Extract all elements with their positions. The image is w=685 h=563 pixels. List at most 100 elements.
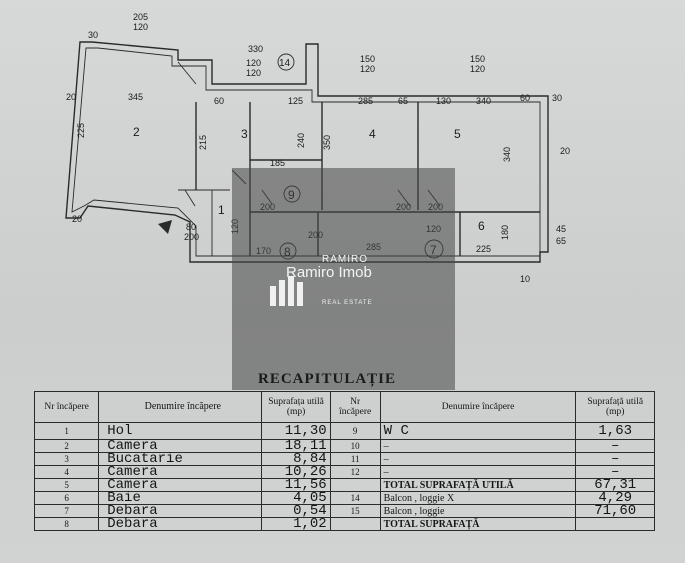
room-circle	[277, 53, 295, 71]
recap-title: RECAPITULAȚIE	[258, 371, 397, 387]
building-logo-icon	[270, 276, 303, 306]
cell-name: Debara	[98, 517, 263, 531]
cell-nr2	[329, 517, 381, 531]
table-row: 2 Camera 18,11 10 – –	[33, 439, 655, 453]
dimension-label: 345	[128, 92, 143, 102]
dimension-label: 205	[133, 12, 148, 22]
cell-area: 1,02	[261, 517, 331, 531]
watermark-brand: Ramiro Imob	[286, 264, 372, 281]
dimension-label: 180	[500, 225, 510, 240]
dimension-label: 340	[476, 96, 491, 106]
dimension-label: 225	[76, 123, 86, 138]
cell-nr: 8	[33, 517, 100, 531]
dimension-label: 20	[560, 146, 570, 156]
table-row: 8 Debara 1,02 TOTAL SUPRAFAȚĂ	[33, 517, 655, 531]
dimension-label: 200	[184, 232, 199, 242]
dimension-label: 120	[246, 68, 261, 78]
inner-wall	[71, 47, 541, 257]
cell-name: Camera	[98, 439, 263, 453]
dimension-label: 150	[360, 54, 375, 64]
cell-nr2: 11	[329, 452, 381, 466]
dimension-label: 20	[72, 214, 82, 224]
header-nr: Nr încăpere	[33, 391, 100, 423]
cell-name2: –	[379, 465, 577, 479]
dimension-label: 60	[214, 96, 224, 106]
watermark-overlay	[232, 168, 455, 390]
dimension-label: 30	[88, 30, 98, 40]
cell-name: Bucatarie	[98, 452, 263, 466]
dimension-label: 125	[288, 96, 303, 106]
cell-nr: 6	[33, 491, 100, 505]
room-number: 14	[279, 58, 291, 69]
cell-nr: 2	[33, 439, 100, 453]
watermark-top: RAMIRO	[322, 254, 368, 265]
dimension-label: 120	[133, 22, 148, 32]
door-swing	[184, 189, 196, 207]
dimension-label: 330	[248, 44, 263, 54]
dimension-label: 120	[360, 64, 375, 74]
cell-name: Hol	[98, 422, 263, 440]
outer-wall	[65, 41, 549, 263]
cell-nr: 3	[33, 452, 100, 466]
room-number: 2	[133, 125, 140, 139]
dimension-label: 240	[296, 133, 306, 148]
cell-area2: 4,29	[575, 491, 655, 505]
dimension-label: 65	[556, 236, 566, 246]
cell-nr2: 15	[329, 504, 381, 518]
cell-nr: 7	[33, 504, 100, 518]
cell-nr2: 14	[329, 491, 381, 505]
room-number: 3	[241, 127, 248, 141]
cell-name2: –	[379, 439, 577, 453]
header-area2: Suprafață utilă (mp)	[575, 391, 655, 423]
cell-area2: 1,63	[575, 422, 655, 440]
door-swing	[177, 61, 197, 85]
room-number: 1	[218, 203, 225, 217]
room-number: 4	[369, 127, 376, 141]
entrance-arrow	[158, 220, 172, 234]
dimension-label: 10	[520, 274, 530, 284]
cell-nr2: 10	[329, 439, 381, 453]
dimension-label: 20	[66, 92, 76, 102]
table-header-row: Nr încăpere Denumire încăpere Suprafața …	[33, 391, 655, 423]
dimension-label: 350	[322, 135, 332, 150]
cell-area2: 71,60	[575, 504, 655, 518]
cell-nr: 4	[33, 465, 100, 479]
cell-area2: 67,31	[575, 478, 655, 492]
header-name2: Denumire încăpere	[379, 391, 577, 423]
dimension-label: 130	[436, 96, 451, 106]
cell-name2: W C	[379, 422, 577, 440]
cell-nr2: 12	[329, 465, 381, 479]
cell-nr2	[329, 478, 381, 492]
header-nr2: Nr încăpere	[329, 391, 381, 423]
dimension-label: 45	[556, 224, 566, 234]
cell-area2	[575, 517, 655, 531]
table-row: 1 Hol 11,30 9 W C 1,63	[33, 422, 655, 440]
cell-name2: Balcon , loggie X	[379, 491, 577, 505]
cell-name2: TOTAL SUPRAFAȚĂ	[379, 517, 577, 531]
dimension-label: 80	[186, 222, 196, 232]
dimension-label: 120	[470, 64, 485, 74]
cell-area: 10,26	[261, 465, 331, 479]
header-name: Denumire încăpere	[98, 391, 263, 423]
cell-name2: Balcon , loggie	[379, 504, 577, 518]
dimension-label: 225	[476, 244, 491, 254]
cell-nr: 1	[33, 422, 100, 440]
cell-area: 11,30	[261, 422, 331, 440]
dimension-label: 150	[470, 54, 485, 64]
cell-area: 11,56	[261, 478, 331, 492]
cell-name2: TOTAL SUPRAFAȚĂ UTILĂ	[379, 478, 577, 492]
cell-nr2: 9	[329, 422, 381, 440]
dimension-label: 285	[358, 96, 373, 106]
cell-name2: –	[379, 452, 577, 466]
recap-table: Nr încăpere Denumire încăpere Suprafața …	[33, 391, 655, 531]
dimension-label: 185	[270, 158, 285, 168]
dimension-label: 30	[552, 93, 562, 103]
room-number: 5	[454, 127, 461, 141]
room-number: 6	[478, 219, 485, 233]
watermark-subtitle: REAL ESTATE	[322, 300, 373, 306]
header-area: Suprafața utilă (mp)	[261, 391, 331, 423]
dimension-label: 215	[198, 135, 208, 150]
dimension-label: 120	[246, 58, 261, 68]
dimension-label: 340	[502, 147, 512, 162]
cell-nr: 5	[33, 478, 100, 492]
